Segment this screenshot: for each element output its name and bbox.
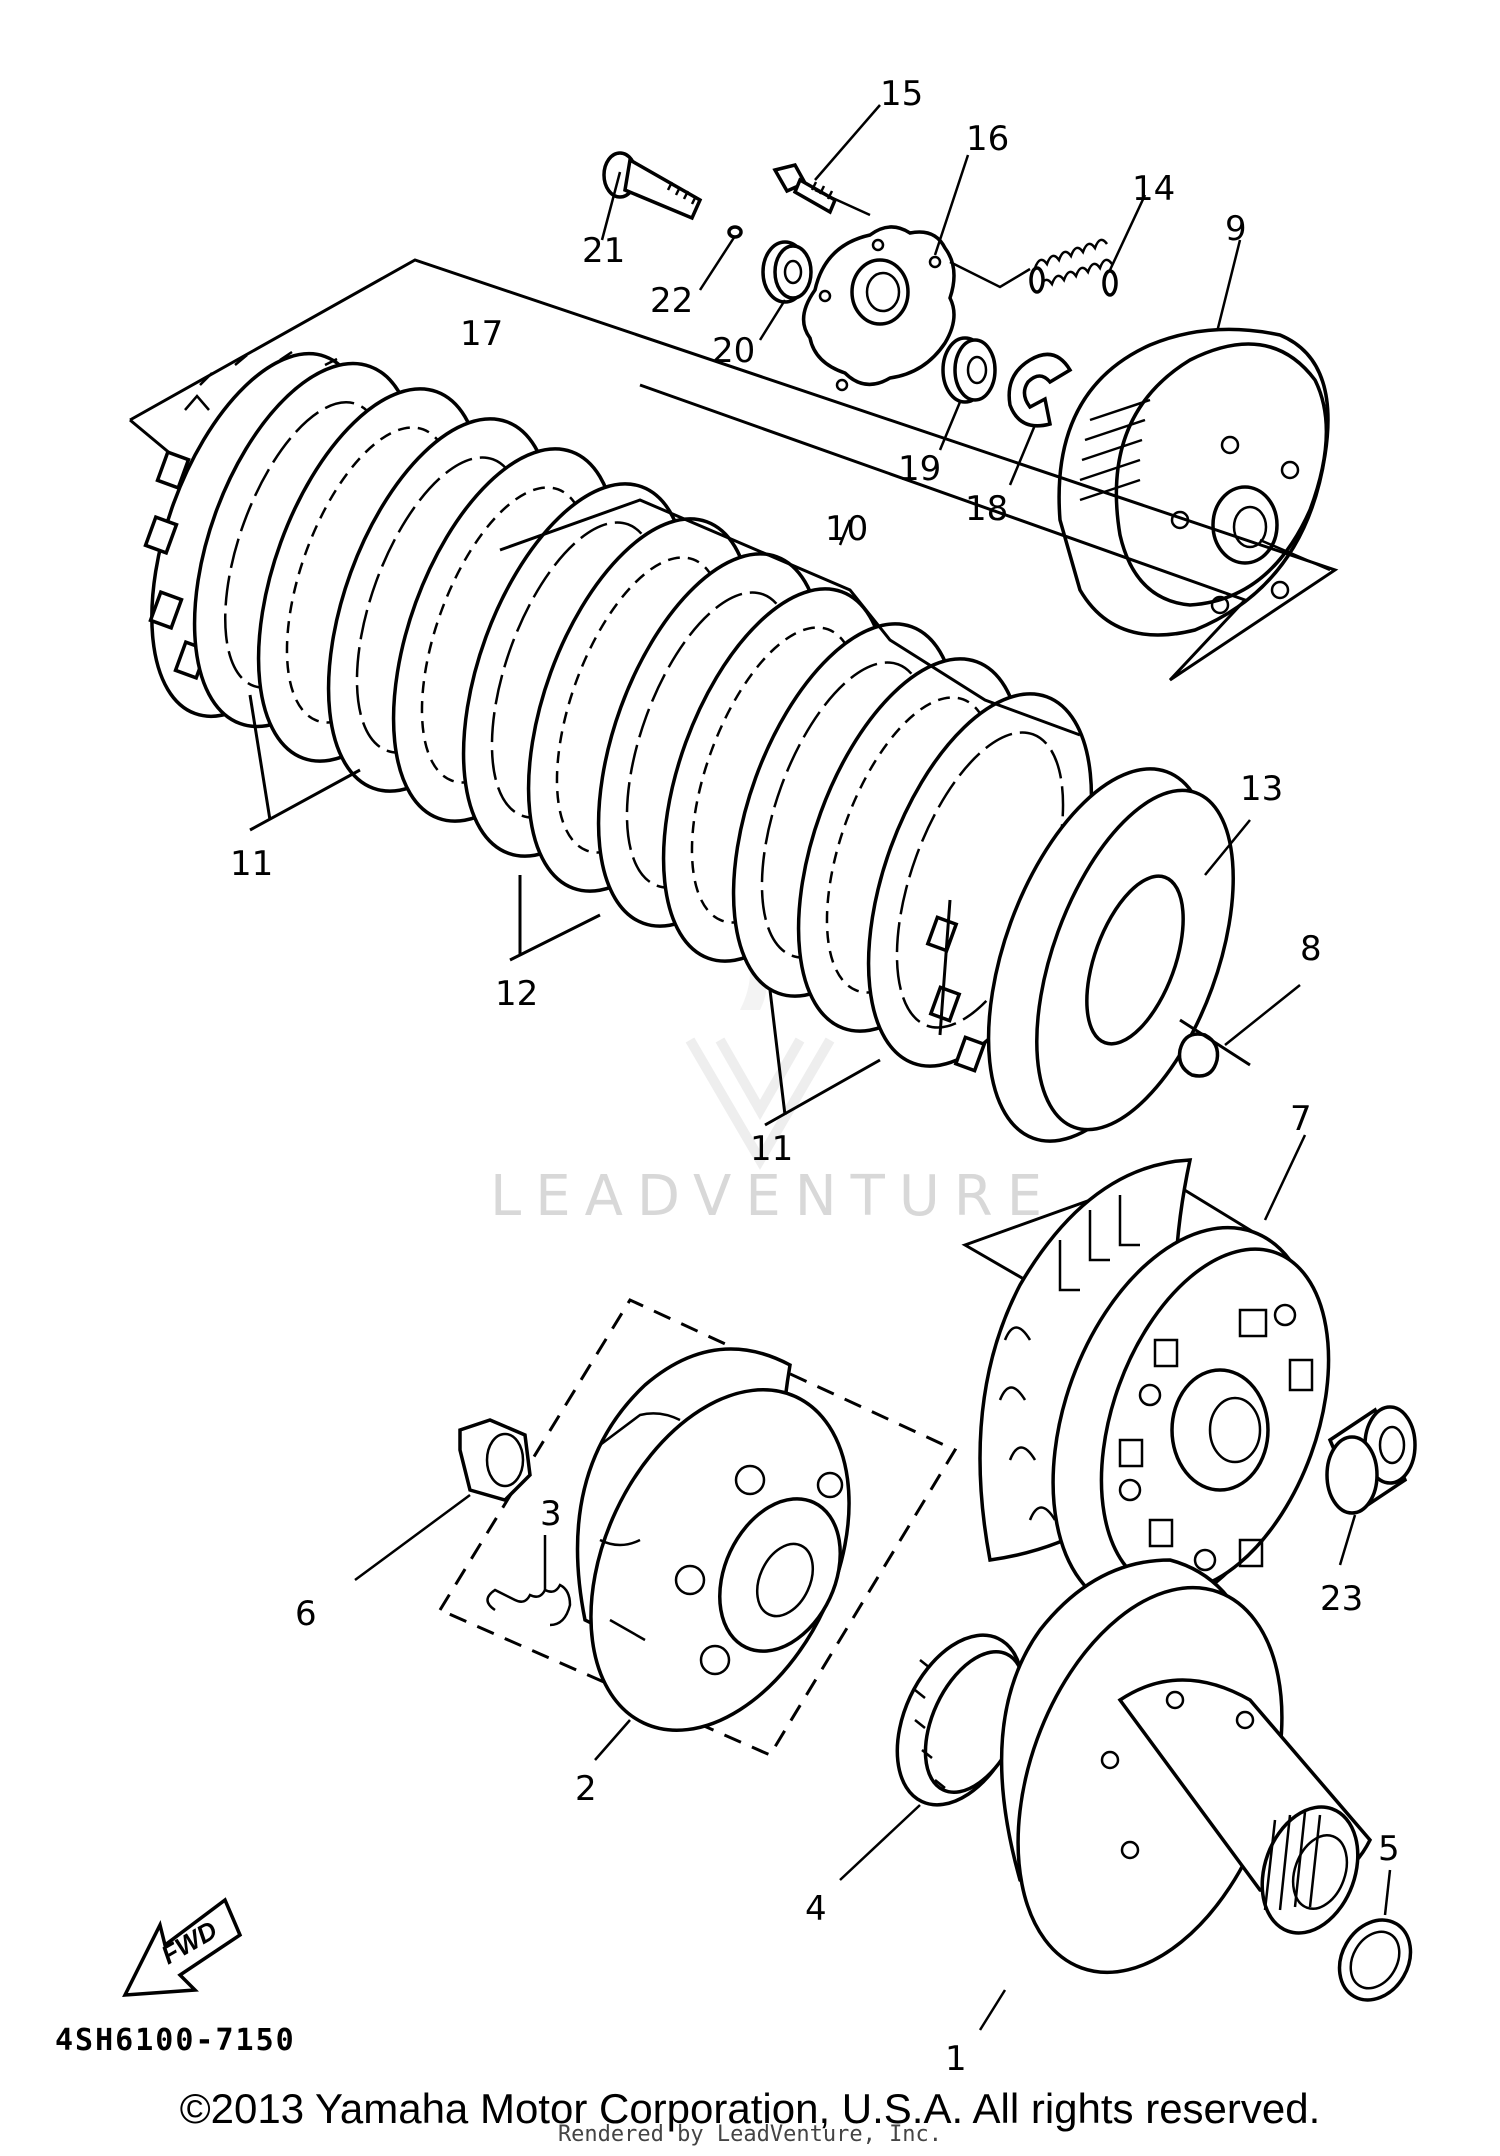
rendered-by-note: Rendered by LeadVenture, Inc. bbox=[557, 2122, 943, 2147]
group-bracket-top bbox=[129, 258, 1339, 682]
part-23-collar bbox=[1325, 1405, 1417, 1515]
leader-4 bbox=[839, 1804, 921, 1881]
leader-2 bbox=[594, 1719, 631, 1761]
leader-23 bbox=[1338, 1514, 1357, 1566]
callout-14: 14 bbox=[1132, 169, 1175, 209]
callout-17: 17 bbox=[460, 314, 503, 354]
part-2-centrifugal-clutch bbox=[575, 1347, 851, 1732]
leader-8 bbox=[1224, 984, 1301, 1046]
callout-6: 6 bbox=[295, 1594, 317, 1634]
part-18-lock-washer bbox=[1007, 352, 1073, 428]
part-7-clutch-housing bbox=[961, 1158, 1331, 1615]
part-9-clutch-boss bbox=[1057, 327, 1331, 637]
leader-5 bbox=[1383, 1869, 1392, 1916]
callout-9: 9 bbox=[1225, 209, 1247, 249]
part-19-nut bbox=[941, 336, 997, 404]
copyright-notice: ©2013 Yamaha Motor Corporation, U.S.A. A… bbox=[179, 2085, 1321, 2132]
callout-5: 5 bbox=[1378, 1829, 1400, 1869]
part-6-nut bbox=[458, 1418, 532, 1502]
callout-16: 16 bbox=[966, 119, 1009, 159]
part-5-washer bbox=[1337, 1918, 1413, 2002]
callout-19: 19 bbox=[898, 449, 941, 489]
callout-2: 2 bbox=[575, 1769, 597, 1809]
part-15-bolt bbox=[772, 162, 838, 215]
callout-15: 15 bbox=[880, 74, 923, 114]
callout-23: 23 bbox=[1320, 1579, 1363, 1619]
part-1-primary-drive bbox=[999, 1558, 1373, 1975]
callout-20: 20 bbox=[712, 331, 755, 371]
fwd-arrow-icon: FWD bbox=[122, 1897, 243, 1997]
part-16-pressure-plate bbox=[801, 225, 956, 392]
leader-13 bbox=[1204, 819, 1251, 876]
part-8-circlip bbox=[1177, 1032, 1220, 1078]
callout-1: 1 bbox=[945, 2039, 967, 2079]
leader-6 bbox=[354, 1493, 471, 1582]
drawing-code: 4SH6100-7150 bbox=[55, 2023, 296, 2058]
part-4-bearing bbox=[895, 1633, 1027, 1807]
callout-21: 21 bbox=[582, 231, 625, 271]
callout-18: 18 bbox=[965, 489, 1008, 529]
bracket-8 bbox=[938, 899, 1251, 1067]
callout-13: 13 bbox=[1240, 769, 1283, 809]
part-21-bolt bbox=[602, 151, 703, 221]
callout-8: 8 bbox=[1300, 929, 1322, 969]
bracket-10 bbox=[499, 498, 1081, 737]
callout-7: 7 bbox=[1290, 1099, 1312, 1139]
callout-12: 12 bbox=[495, 974, 538, 1014]
callout-11-right: 11 bbox=[750, 1129, 793, 1169]
part-3-spring bbox=[486, 1583, 572, 1627]
bracket-11-right bbox=[764, 989, 881, 1127]
leader-7 bbox=[1263, 1134, 1307, 1221]
callout-10: 10 bbox=[825, 509, 868, 549]
callout-11-left: 11 bbox=[230, 844, 273, 884]
part-20-bearing bbox=[761, 240, 813, 304]
callout-22: 22 bbox=[650, 281, 693, 321]
group-2-dashed-box bbox=[437, 1298, 958, 1757]
part-14-spring bbox=[1029, 238, 1118, 297]
leader-1 bbox=[978, 1989, 1007, 2031]
bracket-12 bbox=[509, 875, 601, 962]
callout-4: 4 bbox=[805, 1889, 827, 1929]
callout-3: 3 bbox=[540, 1494, 562, 1534]
leader-10 bbox=[838, 519, 852, 546]
part-22-clip bbox=[727, 225, 743, 239]
bracket-11-left bbox=[248, 694, 361, 832]
plate-stack bbox=[143, 350, 1094, 1073]
watermark-text: LEADVENTURE bbox=[490, 1164, 1056, 1229]
